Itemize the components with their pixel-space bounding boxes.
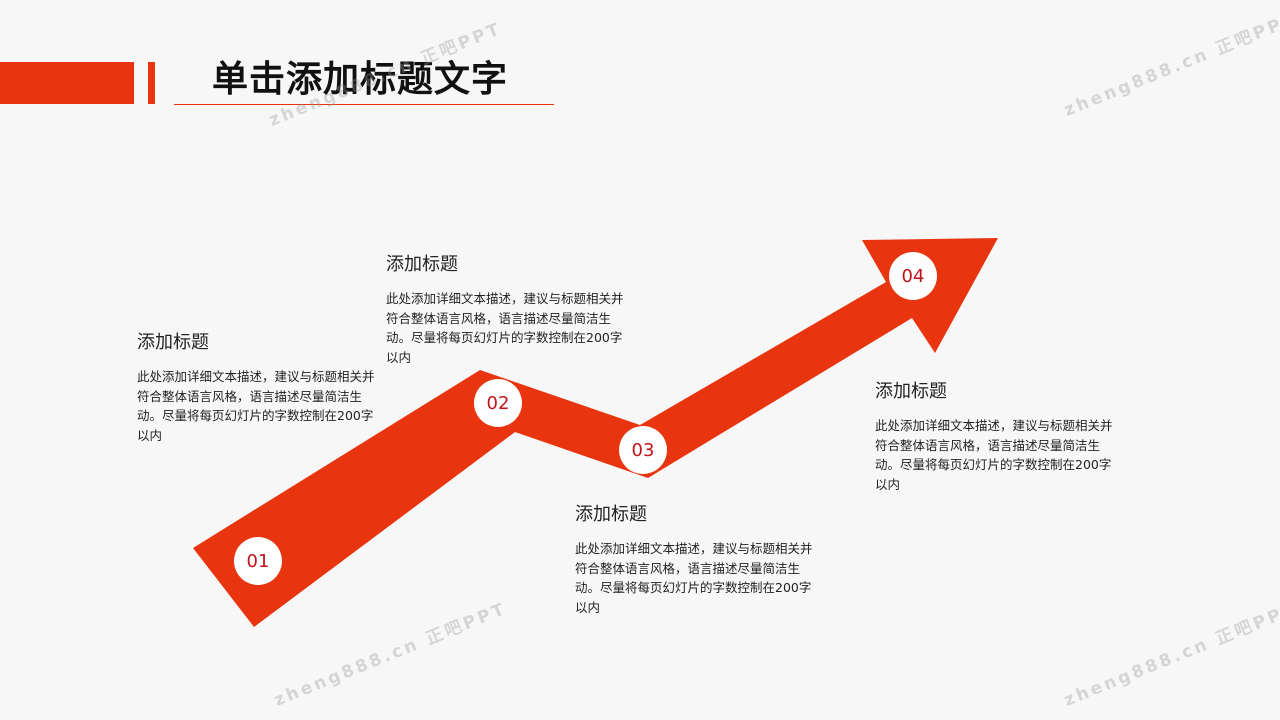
step-node-04: 04 bbox=[889, 252, 937, 300]
step-description: 此处添加详细文本描述，建议与标题相关并符合整体语言风格，语言描述尽量简洁生动。尽… bbox=[875, 418, 1113, 492]
header-accent-stripe bbox=[148, 62, 155, 104]
page-title: 单击添加标题文字 bbox=[212, 59, 509, 100]
step-title: 添加标题 bbox=[575, 504, 647, 525]
title-underline bbox=[174, 104, 554, 105]
step-title: 添加标题 bbox=[875, 381, 947, 402]
step-description: 此处添加详细文本描述，建议与标题相关并符合整体语言风格，语言描述尽量简洁生动。尽… bbox=[386, 291, 624, 365]
step-block-03: 添加标题 此处添加详细文本描述，建议与标题相关并符合整体语言风格，语言描述尽量简… bbox=[575, 503, 820, 617]
step-title: 添加标题 bbox=[386, 254, 458, 275]
step-block-02: 添加标题 此处添加详细文本描述，建议与标题相关并符合整体语言风格，语言描述尽量简… bbox=[386, 253, 631, 367]
step-description: 此处添加详细文本描述，建议与标题相关并符合整体语言风格，语言描述尽量简洁生动。尽… bbox=[137, 369, 375, 443]
zigzag-arrow-shape bbox=[193, 238, 998, 627]
step-title: 添加标题 bbox=[137, 332, 209, 353]
step-node-02: 02 bbox=[474, 379, 522, 427]
step-node-03: 03 bbox=[619, 426, 667, 474]
step-block-01: 添加标题 此处添加详细文本描述，建议与标题相关并符合整体语言风格，语言描述尽量简… bbox=[137, 331, 382, 445]
step-block-04: 添加标题 此处添加详细文本描述，建议与标题相关并符合整体语言风格，语言描述尽量简… bbox=[875, 380, 1120, 494]
step-node-01: 01 bbox=[234, 537, 282, 585]
step-description: 此处添加详细文本描述，建议与标题相关并符合整体语言风格，语言描述尽量简洁生动。尽… bbox=[575, 541, 813, 615]
header-accent-bar bbox=[0, 62, 134, 104]
